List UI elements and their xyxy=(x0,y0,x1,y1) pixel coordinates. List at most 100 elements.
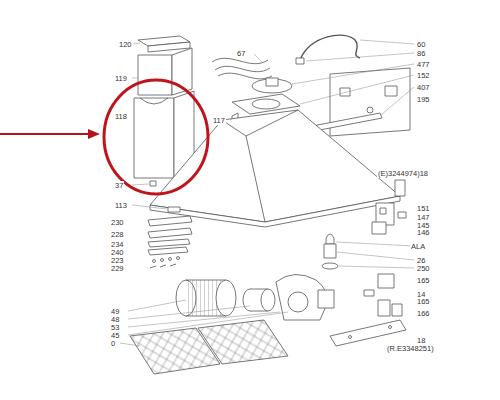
drawing-stroke xyxy=(288,292,308,312)
drawing-stroke xyxy=(128,312,280,327)
drawing-stroke xyxy=(170,264,176,266)
drawing-stroke xyxy=(300,75,414,104)
drawing-stroke xyxy=(168,207,180,212)
drawing-stroke xyxy=(306,53,414,61)
callout-number: 250 xyxy=(416,264,431,273)
drawing-stroke xyxy=(132,205,167,209)
callout-number: 166 xyxy=(416,309,431,318)
drawing-stroke xyxy=(378,300,390,316)
drawing-stroke xyxy=(148,247,188,255)
drawing-stroke xyxy=(378,274,394,288)
drawing-stroke xyxy=(212,58,268,63)
callout-number: 477 xyxy=(416,60,431,69)
callout-number: 37 xyxy=(114,181,124,190)
drawing-stroke xyxy=(322,263,338,269)
callout-number: 165 xyxy=(416,276,431,285)
drawing-stroke xyxy=(222,110,298,136)
drawing-stroke xyxy=(326,234,334,244)
drawing-stroke xyxy=(395,180,405,196)
callout-number: 0 xyxy=(110,339,116,348)
drawing-stroke xyxy=(230,119,232,120)
drawing-stroke xyxy=(339,266,414,268)
callout-number: 86 xyxy=(416,49,426,58)
drawing-stroke xyxy=(104,80,208,194)
drawing-stroke xyxy=(254,54,262,62)
drawing-stroke xyxy=(389,326,392,329)
callout-number: 118 xyxy=(114,112,128,121)
drawing-stroke xyxy=(177,257,180,260)
drawing-stroke xyxy=(0,133,90,135)
drawing-stroke xyxy=(215,66,270,71)
callout-number: (R.E3348251) xyxy=(386,344,435,353)
callout-number: 165 xyxy=(416,297,431,306)
callout-number: 146 xyxy=(416,228,431,237)
drawing-stroke xyxy=(186,280,226,281)
callout-number: 67 xyxy=(236,49,246,58)
drawing-stroke xyxy=(150,181,156,186)
drawing-stroke xyxy=(186,316,226,317)
drawing-stroke xyxy=(148,216,192,226)
callout-number: 407 xyxy=(416,83,431,92)
callout-number: 60 xyxy=(416,40,426,49)
drawing-stroke xyxy=(292,64,414,84)
drawing-stroke xyxy=(367,107,373,113)
drawing-stroke xyxy=(398,212,406,218)
drawing-stroke xyxy=(360,40,414,44)
callout-number: 151 xyxy=(416,204,431,213)
drawing-stroke xyxy=(318,290,334,308)
drawing-stroke xyxy=(337,252,414,260)
callout-number: ALA xyxy=(410,242,426,251)
drawing-stroke xyxy=(385,86,397,96)
drawing-stroke xyxy=(130,35,410,374)
drawing-stroke xyxy=(128,300,186,311)
drawing-stroke xyxy=(349,336,352,339)
callout-number: 229 xyxy=(110,264,125,273)
drawing-stroke xyxy=(261,289,275,311)
drawing-stroke xyxy=(148,239,190,247)
callout-number: (E)3244974)18 xyxy=(377,169,429,178)
drawing-stroke xyxy=(218,73,272,79)
drawing-stroke xyxy=(300,35,360,60)
drawing-stroke xyxy=(380,208,386,214)
drawing-stroke xyxy=(392,304,402,316)
drawing-stroke xyxy=(169,258,172,261)
drawing-stroke xyxy=(364,290,374,296)
callout-number: 120 xyxy=(118,40,133,49)
callout-number: 230 xyxy=(110,218,125,227)
callout-number: 152 xyxy=(416,71,431,80)
callout-number: 228 xyxy=(110,230,125,239)
drawing-stroke xyxy=(140,98,168,104)
drawing-stroke xyxy=(150,266,156,268)
drawing-stroke xyxy=(161,259,164,262)
drawing-stroke xyxy=(128,312,288,335)
callout-number: 117 xyxy=(212,116,226,125)
drawing-stroke xyxy=(246,136,265,222)
drawing-stroke xyxy=(153,260,156,263)
drawing-stroke xyxy=(132,78,138,79)
drawing-stroke xyxy=(252,99,280,109)
drawing-stroke xyxy=(340,88,350,96)
drawing-stroke xyxy=(324,244,336,258)
drawing-stroke xyxy=(132,184,149,185)
drawing-stroke xyxy=(160,265,166,267)
drawing-stroke xyxy=(330,320,406,346)
drawing-stroke xyxy=(266,78,278,86)
drawing-stroke xyxy=(381,87,414,115)
drawing-stroke xyxy=(148,228,192,238)
drawing-stroke xyxy=(138,55,172,95)
drawing-stroke xyxy=(216,280,236,316)
callout-number: 113 xyxy=(114,201,128,210)
drawing-stroke xyxy=(296,58,304,64)
drawing-stroke xyxy=(336,242,414,246)
drawing-stroke xyxy=(252,79,292,93)
drawing-stroke xyxy=(134,98,174,178)
callout-number: 195 xyxy=(416,95,431,104)
drawing-stroke xyxy=(128,306,250,319)
drawing-stroke xyxy=(372,222,386,234)
drawing-stroke xyxy=(198,320,288,364)
drawing-stroke xyxy=(88,129,100,139)
drawing-stroke xyxy=(120,343,140,346)
drawing-stroke xyxy=(132,43,140,44)
callout-number: 119 xyxy=(114,74,128,83)
